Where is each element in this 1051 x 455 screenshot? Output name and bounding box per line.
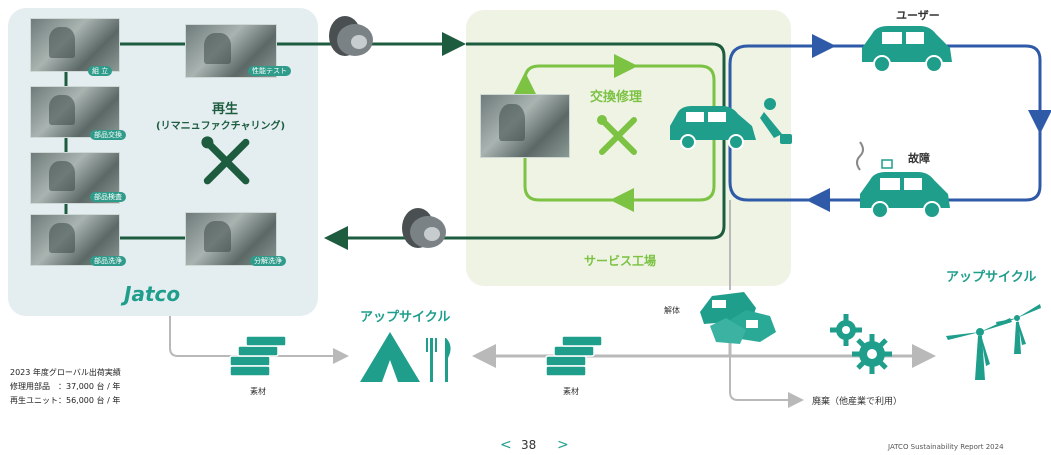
wind-turbine-icon (946, 304, 1041, 380)
breakdown-label: 故障 (908, 152, 930, 165)
material-stack-icon (545, 335, 603, 377)
gear-icon (830, 314, 892, 374)
step-tag-performance-test: 性能テスト (248, 66, 291, 76)
step-tag-parts-inspection: 部品検査 (90, 192, 126, 202)
photo-assembly (30, 18, 120, 72)
shipments-units: 再生ユニット：56,000 台 / 年 (10, 396, 121, 405)
dismantle-label: 解体 (664, 306, 680, 315)
transmission-icon (402, 208, 446, 248)
repair-title: 交換修理 (590, 90, 643, 105)
wrench-screwdriver-icon (597, 115, 637, 155)
photo-parts-replacement (30, 86, 120, 138)
report-title: JATCO Sustainability Report 2024 (888, 443, 1004, 451)
transmission-icon (329, 16, 373, 56)
photo-service-repair (480, 94, 570, 158)
waste-label: 廃棄（他産業で利用） (812, 397, 903, 407)
upcycle-right-title: アップサイクル (946, 270, 1037, 285)
remanufacturing-title: 再生 (212, 102, 239, 117)
shipments-parts: 修理用部品 ：37,000 台 / 年 (10, 382, 121, 391)
broken-car-icon (856, 141, 950, 219)
shipments-title: 2023 年度グローバル出荷実績 (10, 368, 121, 377)
step-tag-parts-cleaning: 部品洗浄 (90, 256, 126, 266)
prev-page-button[interactable]: < (500, 437, 512, 453)
remanufacturing-subtitle: (リマニュファクチャリング) (156, 121, 286, 132)
page-number: 38 (521, 438, 537, 452)
photo-disassembly-cleaning (185, 212, 277, 266)
step-tag-assembly: 組 立 (88, 66, 113, 76)
car-icon (862, 26, 952, 73)
tent-dining-icon (360, 332, 451, 382)
material-label-left: 素材 (250, 387, 266, 396)
material-stack-icon (229, 335, 287, 377)
car-icon (670, 98, 792, 150)
next-page-button[interactable]: > (557, 437, 569, 453)
upcycle-center-title: アップサイクル (360, 310, 451, 325)
material-label-right: 素材 (563, 387, 579, 396)
dismantled-cars-icon (700, 292, 776, 344)
step-tag-parts-replacement: 部品交換 (90, 130, 126, 140)
wrench-screwdriver-icon (201, 136, 250, 185)
service-factory-label: サービス工場 (584, 254, 657, 268)
user-label: ユーザー (896, 9, 940, 22)
jatco-logo: Jatco (124, 282, 181, 306)
step-tag-disassembly-cleaning: 分解洗浄 (250, 256, 286, 266)
